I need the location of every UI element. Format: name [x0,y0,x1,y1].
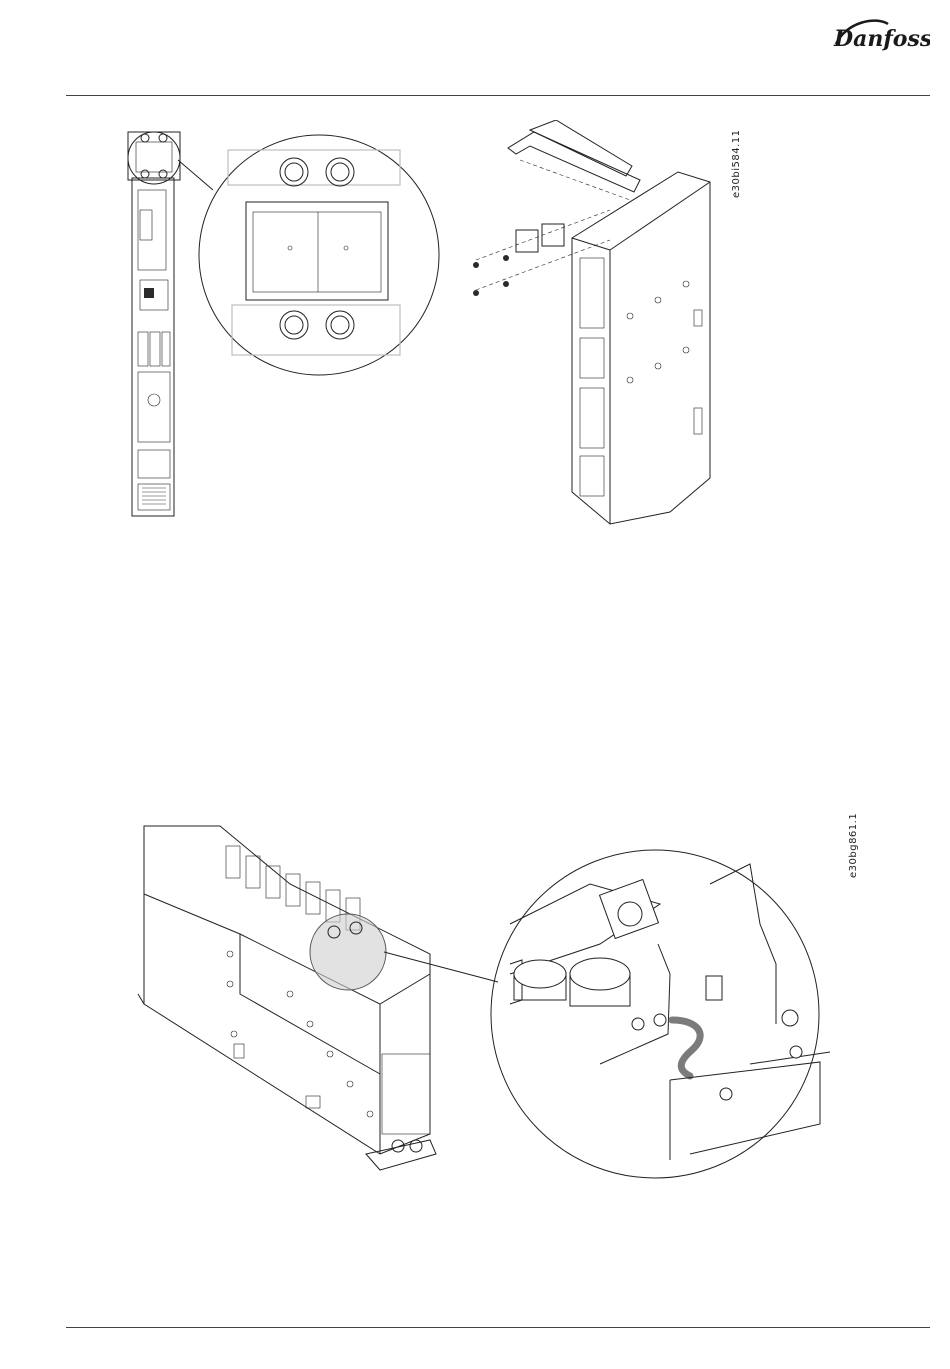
figure-2-id: e30bg861.1 [848,813,859,878]
danfoss-logo: Danfoss [826,14,930,54]
figure-1-id: e30bi584.11 [731,130,742,199]
footer-divider [66,1327,930,1328]
figure-1-drawing [110,120,730,530]
header-divider [66,95,930,96]
svg-text:Danfoss: Danfoss [833,26,930,52]
figure-2-drawing [130,824,840,1184]
